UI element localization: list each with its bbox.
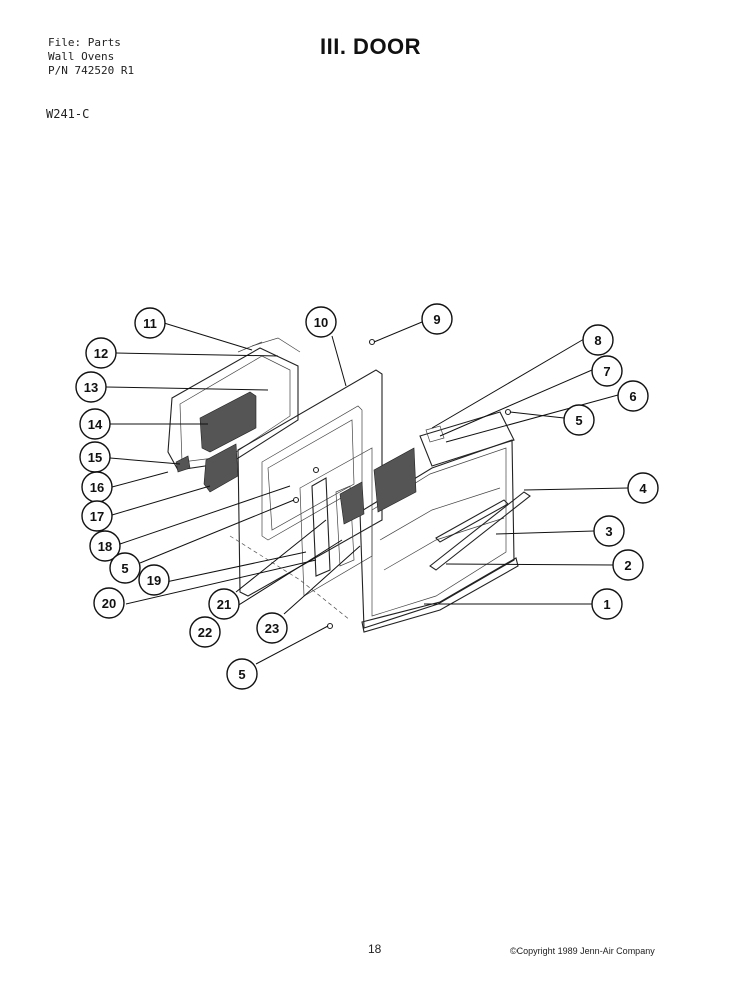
hinge-clip (175, 455, 191, 473)
leader-lines (105, 321, 629, 665)
callout-21: 21 (208, 588, 240, 620)
svg-text:14: 14 (88, 417, 103, 432)
callout-14: 14 (79, 408, 111, 440)
svg-text:5: 5 (575, 413, 582, 428)
svg-text:9: 9 (433, 312, 440, 327)
svg-text:13: 13 (84, 380, 98, 395)
svg-text:7: 7 (603, 364, 610, 379)
vent-grille (339, 447, 417, 525)
svg-text:11: 11 (143, 316, 157, 331)
page-title: III. DOOR (320, 34, 422, 59)
svg-text:22: 22 (198, 625, 212, 640)
svg-text:2: 2 (624, 558, 631, 573)
callout-17: 17 (81, 500, 113, 532)
svg-text:17: 17 (90, 509, 104, 524)
svg-text:12: 12 (94, 346, 108, 361)
callout-5-bottom: 5 (226, 658, 258, 690)
part-number-label: P/N 742520 R1 (48, 64, 135, 77)
callout-4: 4 (627, 472, 659, 504)
svg-text:6: 6 (629, 389, 636, 404)
door-side-trim (311, 477, 355, 577)
callout-5-right: 5 (563, 404, 595, 436)
svg-text:5: 5 (238, 667, 245, 682)
callout-12: 12 (85, 337, 117, 369)
svg-text:4: 4 (639, 481, 647, 496)
page-number: 18 (368, 942, 382, 956)
callout-1: 1 (591, 588, 623, 620)
callout-13: 13 (75, 371, 107, 403)
svg-text:15: 15 (88, 450, 102, 465)
svg-text:3: 3 (605, 524, 612, 539)
callout-19: 19 (138, 564, 170, 596)
svg-text:16: 16 (90, 480, 104, 495)
svg-text:1: 1 (603, 597, 610, 612)
door-top-trim (419, 411, 515, 467)
callout-8: 8 (582, 324, 614, 356)
callout-20: 20 (93, 587, 125, 619)
svg-text:18: 18 (98, 539, 112, 554)
copyright-notice: ©Copyright 1989 Jenn-Air Company (510, 946, 655, 956)
svg-text:20: 20 (102, 596, 116, 611)
callout-3: 3 (593, 515, 625, 547)
callout-22: 22 (189, 616, 221, 648)
svg-text:10: 10 (314, 315, 328, 330)
svg-text:8: 8 (594, 333, 601, 348)
callout-2: 2 (612, 549, 644, 581)
svg-text:19: 19 (147, 573, 161, 588)
callout-9: 9 (421, 303, 453, 335)
callout-18: 18 (89, 530, 121, 562)
product-label: Wall Ovens (48, 50, 115, 63)
callout-5-left: 5 (109, 552, 141, 584)
callout-23: 23 (256, 612, 288, 644)
svg-text:5: 5 (121, 561, 128, 576)
callout-7: 7 (591, 355, 623, 387)
door-handle (429, 491, 531, 571)
callout-15: 15 (79, 441, 111, 473)
model-number: W241-C (46, 107, 90, 121)
callout-10: 10 (305, 306, 337, 338)
insulation-pad (199, 391, 257, 493)
file-label: File: Parts (48, 36, 121, 49)
svg-text:21: 21 (217, 597, 231, 612)
document-header: File: Parts Wall Ovens P/N 742520 R1 (48, 36, 134, 78)
svg-text:23: 23 (265, 621, 279, 636)
callout-16: 16 (81, 471, 113, 503)
callout-6: 6 (617, 380, 649, 412)
callout-11: 11 (134, 307, 166, 339)
